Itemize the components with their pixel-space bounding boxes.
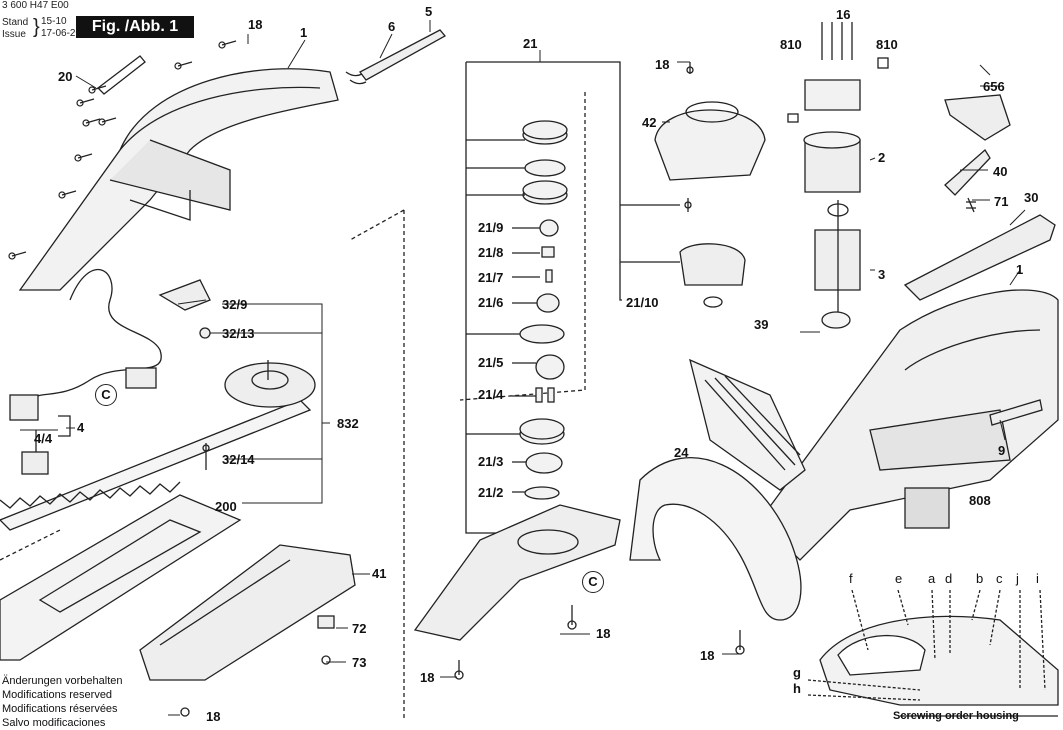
part-label: 32/14 — [222, 452, 255, 467]
part-656 — [944, 94, 1011, 141]
part-label: 16 — [836, 7, 851, 22]
part-label: 30 — [1024, 190, 1039, 205]
part-label: 200 — [215, 499, 237, 514]
issue-label: Issue — [2, 29, 26, 40]
part-label: 18 — [655, 57, 670, 72]
part-label: 1 — [300, 25, 308, 40]
hedge-blade — [0, 399, 312, 531]
screwing-order-caption: Screwing order housing — [893, 710, 1019, 722]
part-label: 21/6 — [478, 295, 504, 310]
footer-note: Modifications réservées — [2, 703, 118, 715]
part-label: 72 — [352, 621, 367, 636]
part-label: 3 — [878, 267, 886, 282]
part-label: 24 — [674, 445, 689, 460]
part-label: 2 — [878, 150, 886, 165]
part-32-9 — [158, 279, 211, 311]
part-label: 4 — [77, 420, 85, 435]
document-number: 3 600 H47 E00 — [2, 0, 69, 11]
motor-cover-42 — [654, 109, 766, 181]
part-label: 21 — [523, 36, 538, 51]
part-40 — [944, 149, 991, 196]
part-label: 4/4 — [34, 431, 53, 446]
part-label: 21/7 — [478, 270, 504, 285]
part-label: 1 — [1016, 262, 1024, 277]
figure-badge: Fig. /Abb. 1 — [76, 16, 194, 38]
part-label: 21/10 — [626, 295, 659, 310]
screw-order-letter: e — [895, 571, 903, 586]
part-label: 808 — [969, 493, 991, 508]
screw-order-letter: a — [928, 571, 936, 586]
center-gear-stack — [519, 120, 568, 500]
part-label: 40 — [993, 164, 1008, 179]
part-label: 18 — [248, 17, 263, 32]
part-label: 21/9 — [478, 220, 504, 235]
brush-holder-16 — [804, 79, 861, 111]
screw-order-letter: d — [945, 571, 953, 586]
switch-rod — [359, 29, 447, 81]
wiring-harness — [29, 268, 162, 420]
part-label: 21/5 — [478, 355, 504, 370]
top-handle-shell — [18, 68, 339, 291]
stand-value: 15-10 — [41, 16, 67, 27]
lower-gear-base — [413, 504, 621, 641]
label-strip-9 — [989, 399, 1043, 426]
connector-marker-c: C — [582, 571, 604, 593]
part-label: 5 — [425, 4, 433, 19]
part-label: 18 — [596, 626, 611, 641]
part-label: 73 — [352, 655, 367, 670]
part-label: 810 — [780, 37, 802, 52]
part-label: 32/13 — [222, 326, 255, 341]
part-label: 32/9 — [222, 297, 248, 312]
issue-value: 17-06-20 — [41, 28, 82, 39]
part-label: 18 — [420, 670, 435, 685]
part-label: 39 — [754, 317, 769, 332]
part-label: 21/4 — [478, 387, 504, 402]
part-label: 810 — [876, 37, 898, 52]
part-21-10 — [679, 243, 746, 286]
part-20-strip — [97, 55, 146, 95]
part-label: 9 — [998, 443, 1006, 458]
part-label: 18 — [206, 709, 221, 724]
part-label: 656 — [983, 79, 1005, 94]
footer-note: Änderungen vorbehalten — [2, 675, 123, 687]
part-label: 6 — [388, 19, 396, 34]
gear-housing — [224, 362, 316, 408]
part-label: 21/2 — [478, 485, 504, 500]
front-handle-24 — [629, 457, 802, 621]
part-label: 18 — [700, 648, 715, 663]
connector-marker-c: C — [95, 384, 117, 406]
part-30-cover — [903, 214, 1056, 301]
part-label: 20 — [58, 69, 73, 84]
air-grille-39 — [689, 358, 806, 491]
part-label: 42 — [642, 115, 657, 130]
screw-order-letter: j — [1016, 571, 1019, 586]
screw-order-letter: b — [976, 571, 984, 586]
part-label: 41 — [372, 566, 387, 581]
issue-brace: } — [33, 16, 40, 38]
part-label: 832 — [337, 416, 359, 431]
part-label: 21/3 — [478, 454, 504, 469]
rating-plate-808 — [904, 487, 950, 529]
screw-order-letter: f — [849, 571, 853, 586]
screw-order-letter: g — [793, 665, 801, 680]
screw-order-letter: i — [1036, 571, 1039, 586]
bottom-gear-cover — [139, 544, 356, 681]
screw-order-letter: c — [996, 571, 1003, 586]
stand-label: Stand — [2, 17, 29, 28]
part-label: 71 — [994, 194, 1009, 209]
screw-order-letter: h — [793, 681, 801, 696]
footer-note: Modifications reserved — [2, 689, 113, 701]
footer-note: Salvo modificaciones — [2, 717, 106, 729]
part-label: 21/8 — [478, 245, 504, 260]
